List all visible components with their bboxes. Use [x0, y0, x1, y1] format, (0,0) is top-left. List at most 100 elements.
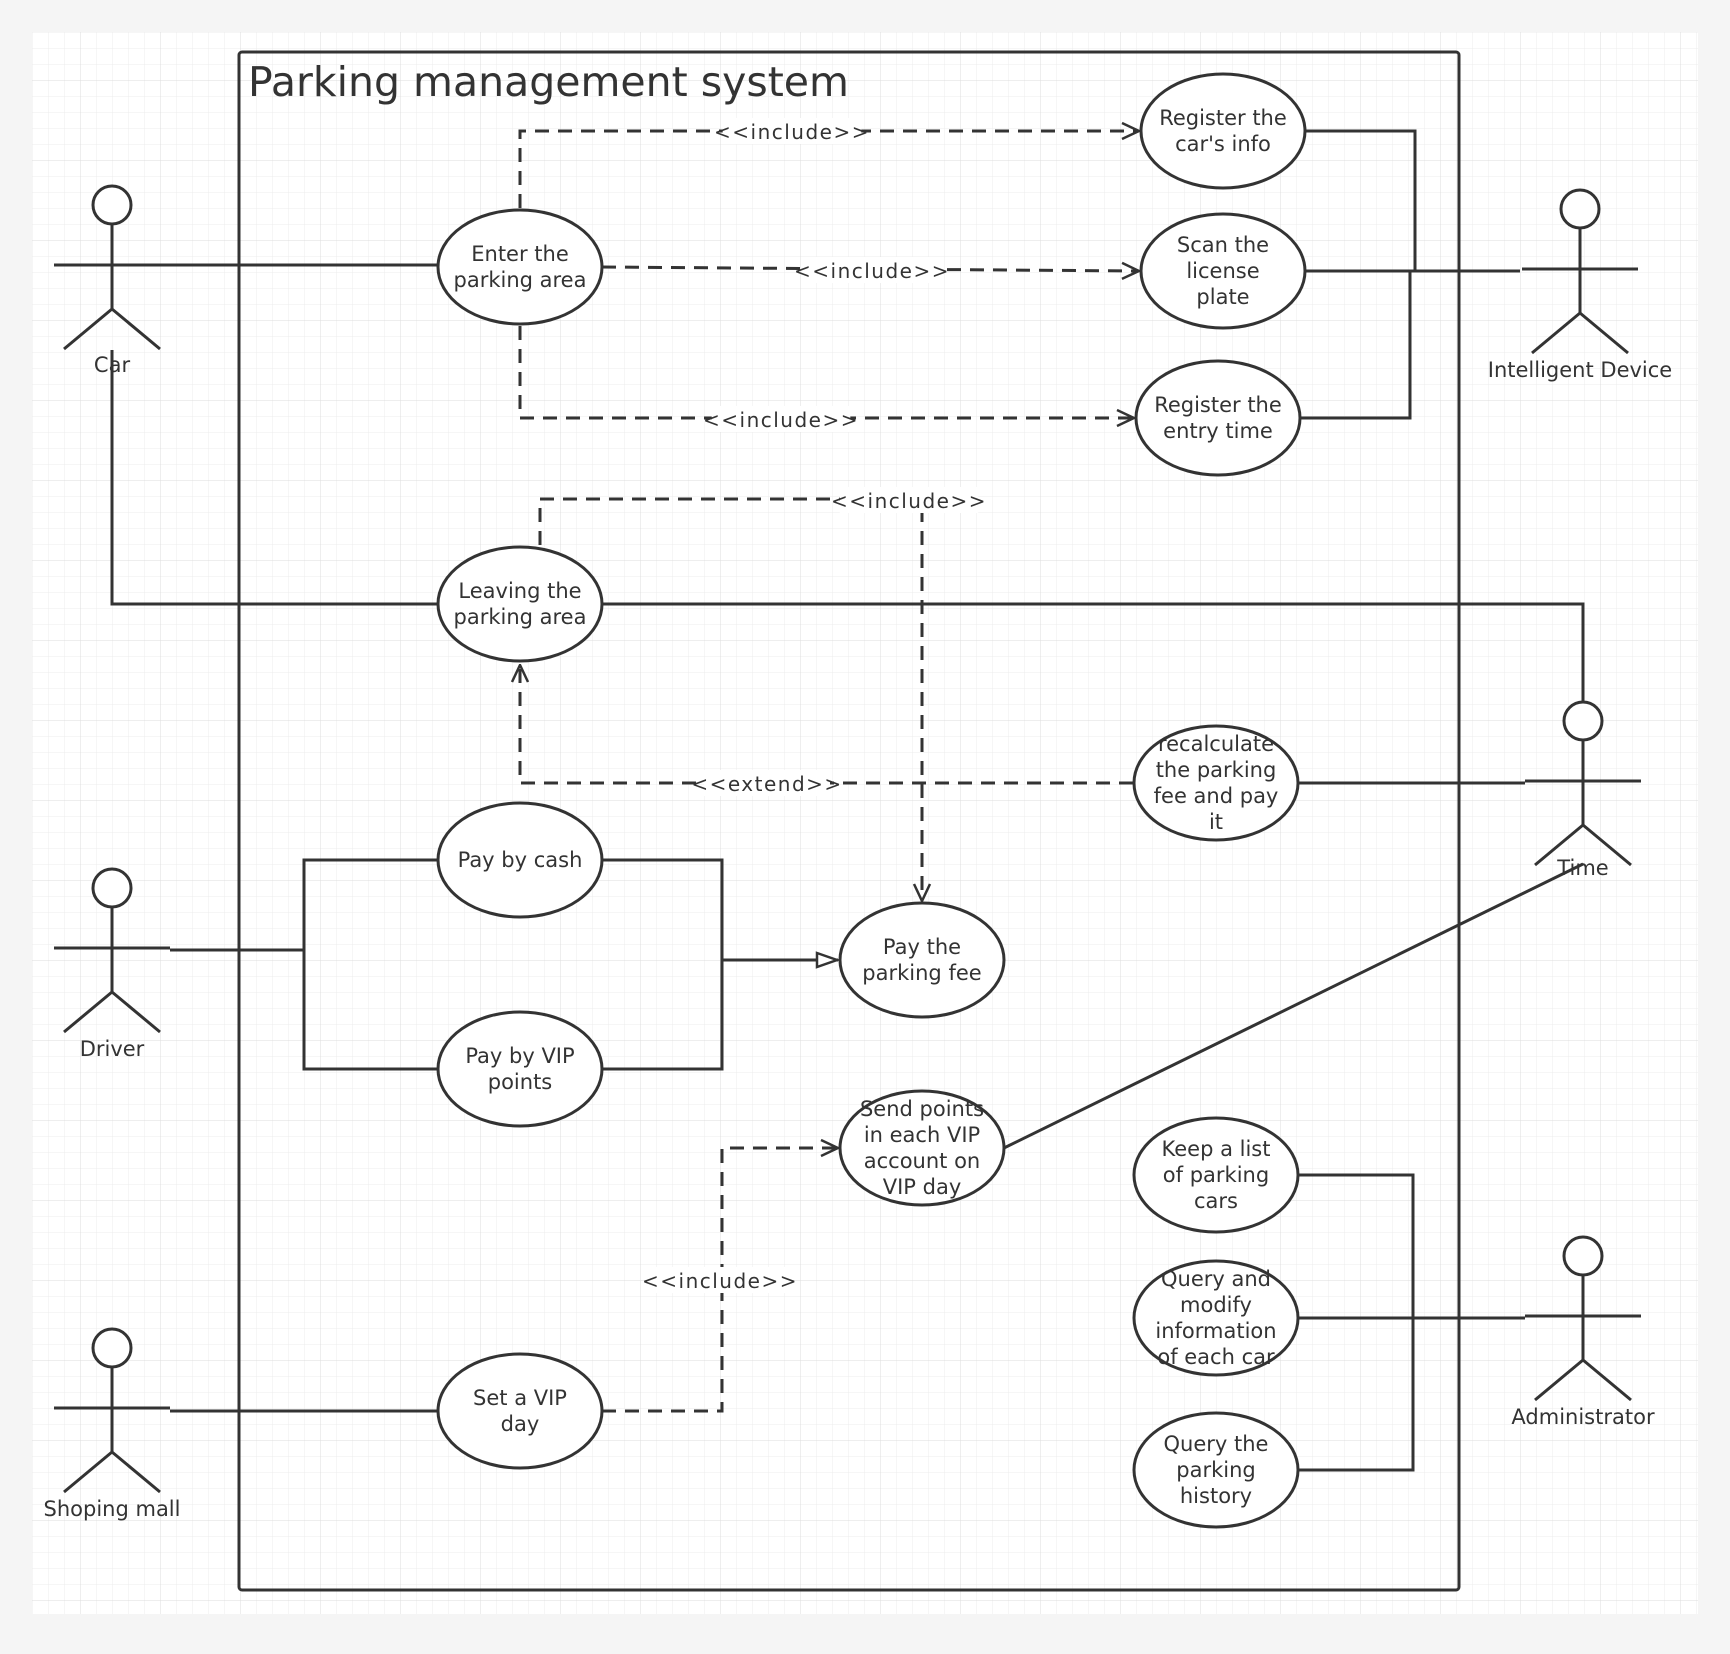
actor-left-leg [1531, 311, 1581, 355]
use-case-label-line: car's info [1175, 132, 1271, 156]
include-label: <<include>> [642, 1269, 798, 1293]
use-case-label-line: Query the [1164, 1432, 1269, 1456]
include-sendpts [602, 1148, 838, 1413]
use-case-label-line: recalculate [1158, 732, 1274, 756]
use-case-label-line: of each car [1157, 1345, 1275, 1369]
use-case-label-line: day [501, 1412, 540, 1436]
use-case-label-line: it [1209, 810, 1223, 834]
use-case-label-line: Leaving the [458, 579, 581, 603]
use-case-label-line: of parking [1163, 1163, 1269, 1187]
use-case-label-line: Set a VIP [473, 1386, 567, 1410]
generalization-branch [602, 858, 724, 1071]
use-case-label-line: account on [864, 1149, 981, 1173]
include-label: <<include>> [714, 120, 870, 144]
actor-head [91, 184, 133, 226]
use-case-ellipse [436, 208, 604, 326]
actor-time[interactable]: Time [1525, 700, 1641, 880]
actor-label: Car [94, 353, 131, 377]
actor-left-leg [63, 307, 113, 351]
use-case-ellipse [1132, 1116, 1300, 1234]
label-backdrop [650, 1267, 790, 1293]
actor-admin[interactable]: Administrator [1511, 1235, 1655, 1429]
use-case-label-line: parking [1176, 1458, 1255, 1482]
assoc-car-leave [110, 350, 438, 606]
use-case-cash[interactable]: Pay by cash [436, 801, 604, 919]
actor-head [1562, 700, 1604, 742]
label-backdrop [722, 118, 862, 144]
use-case-label-line: in each VIP [864, 1123, 980, 1147]
use-case-ellipse [838, 901, 1006, 1019]
include-label: <<include>> [703, 408, 859, 432]
label-backdrop [839, 487, 979, 513]
extend-label: <<extend>> [691, 772, 842, 796]
relation-labels: <<include>> <<include>> <<include>> <<inclu… [642, 118, 987, 1293]
actor-label: Shoping mall [44, 1497, 181, 1521]
assoc-reginfo-device [1305, 129, 1417, 271]
use-case-ellipse [1134, 359, 1302, 477]
use-case-label-line: parking area [454, 605, 587, 629]
assoc-admin-keep-history [1298, 1173, 1415, 1472]
use-case-ellipse [436, 545, 604, 663]
actor-right-leg [1582, 823, 1632, 867]
system-title: Parking management system [248, 58, 849, 106]
use-case-label-line: entry time [1163, 419, 1273, 443]
include-scan [601, 267, 1139, 271]
use-case-label-line: information [1155, 1319, 1276, 1343]
use-case-label-line: Send points [860, 1097, 984, 1121]
label-backdrop [802, 257, 942, 283]
include-fee [538, 497, 922, 901]
include-reginfo [518, 131, 1139, 208]
use-case-label-line: license [1186, 259, 1259, 283]
actor-right-leg [1582, 1358, 1632, 1402]
actor-label: Administrator [1511, 1405, 1655, 1429]
use-case-label-line: Register the [1159, 106, 1287, 130]
use-case-ellipse [838, 1089, 1006, 1207]
actor-left-leg [1534, 823, 1584, 867]
actor-car[interactable]: Car [54, 184, 170, 377]
actor-head [91, 1327, 133, 1369]
actor-label: Driver [80, 1037, 145, 1061]
use-case-label-line: parking area [454, 268, 587, 292]
actor-label: Time [1556, 856, 1608, 880]
actor-driver[interactable]: Driver [54, 867, 170, 1061]
use-case-label-line: history [1180, 1484, 1252, 1508]
extend-leave [520, 665, 1133, 785]
assoc-regtime-device [1300, 271, 1412, 420]
use-case-ellipse [1139, 212, 1307, 330]
actor-head [91, 867, 133, 909]
actor-right-leg [111, 1450, 161, 1494]
use-case-label-line: Enter the [471, 242, 569, 266]
use-case-ellipse [1132, 724, 1300, 842]
use-case-label-line: cars [1194, 1189, 1238, 1213]
use-case-label-line: modify [1180, 1293, 1252, 1317]
use-case-ellipse [436, 1010, 604, 1128]
actor-device[interactable]: Intelligent Device [1488, 188, 1672, 382]
actor-right-leg [111, 990, 161, 1034]
use-case-label-line: fee and pay [1154, 784, 1279, 808]
actor-right-leg [111, 307, 161, 351]
actor-head [1559, 188, 1601, 230]
use-case-label-line: Pay by cash [458, 848, 583, 872]
use-case-ellipse [1139, 72, 1307, 190]
include-regtime [518, 326, 1134, 418]
use-case-label-line: Pay by VIP [465, 1044, 574, 1068]
assoc-leave-time [602, 602, 1585, 702]
label-backdrop [704, 770, 830, 796]
include-label: <<include>> [831, 489, 987, 513]
actor-mall[interactable]: Shoping mall [44, 1327, 181, 1521]
actor-left-leg [1534, 1358, 1584, 1402]
